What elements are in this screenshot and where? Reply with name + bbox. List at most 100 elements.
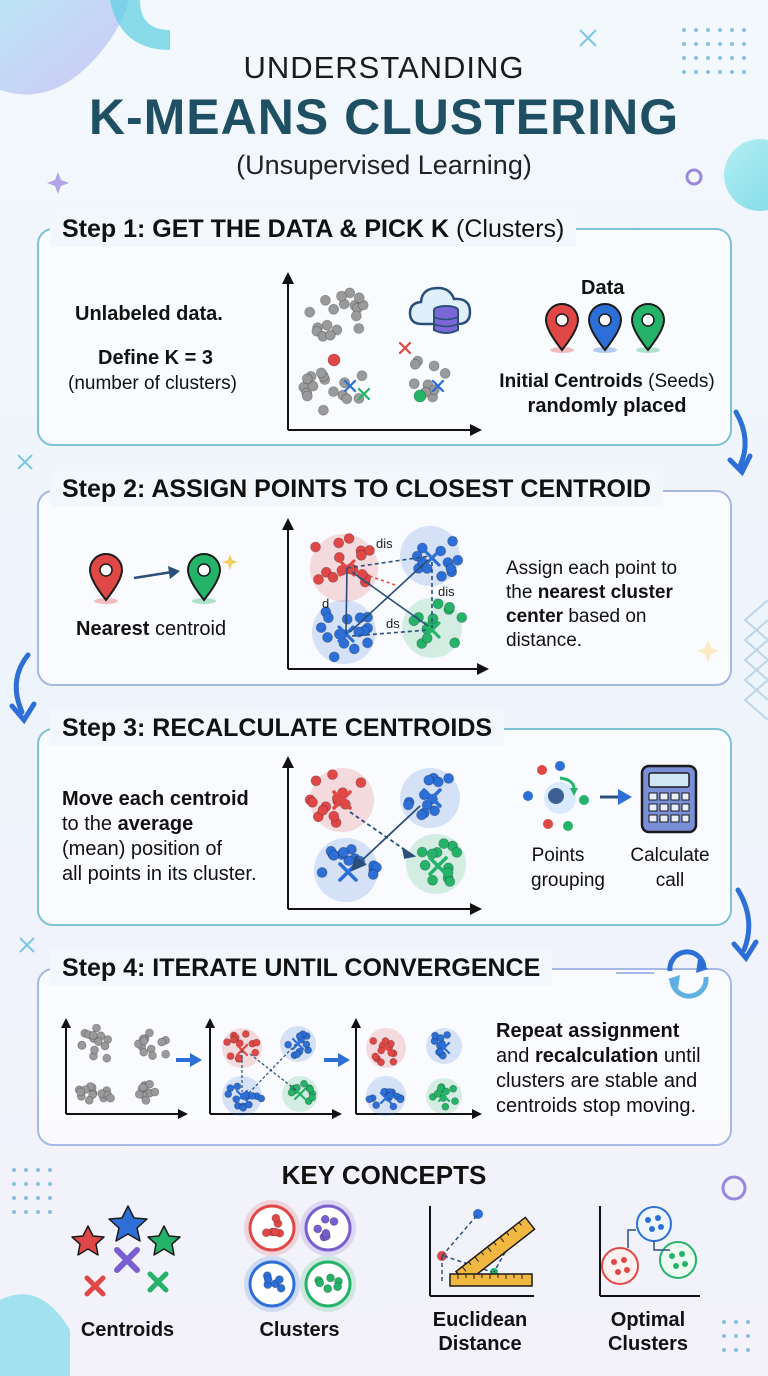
data-point [333,1282,342,1292]
step2-desc-line3: center based on [506,605,647,629]
page-subtitle: (Unsupervised Learning) [236,150,532,180]
step1-k-note: (number of clusters) [68,373,237,394]
data-point [315,1278,325,1288]
arrow-right-icon [600,789,632,805]
step1-centroids-bold: Initial Centroids [499,371,643,392]
step2-assignment-plot: dis dis d ds [282,518,489,675]
data-point [139,1036,149,1046]
data-point [354,612,366,624]
data-point [438,838,450,849]
data-point [396,1095,405,1104]
data-point [432,776,444,788]
centroids-icon [71,1205,181,1297]
step2-desc3-light: based on [568,606,647,627]
distance-label: ds [386,616,400,631]
centroid-marker [423,549,441,567]
data-point [226,1052,235,1060]
data-point [362,637,373,649]
data-point [245,1100,253,1109]
data-point [443,772,455,784]
data-point [365,1095,374,1104]
data-point [252,1038,261,1047]
data-point [88,1030,98,1040]
cluster-ring [248,1204,296,1252]
data-point [328,303,339,315]
step2-desc2-light: the [506,582,533,603]
data-point [316,867,328,878]
data-point [350,310,362,322]
nearest-bold: Nearest [76,618,150,640]
step1-data-label: Data [581,277,625,299]
data-point [419,859,431,871]
clusters-label: Clusters [259,1319,340,1341]
data-point [439,368,451,379]
data-point [408,378,420,390]
data-point [310,541,321,553]
data-point [307,796,318,808]
step4-line2-bold: recalculation [534,1045,659,1067]
data-point [343,855,355,866]
distance-label: dis [376,536,393,551]
distance-label: d [322,596,329,611]
step2-desc-line2: the nearest cluster [506,581,673,605]
data-point [248,1092,257,1100]
data-point [428,360,440,372]
points-grouping-label1: Points [531,845,585,866]
centroid-marker [398,341,412,355]
iteration-plot-3 [351,1018,482,1119]
data-point [389,1057,398,1066]
data-point [318,404,329,416]
arrow-right-icon [324,1053,350,1067]
data-point [233,1082,242,1091]
data-point [141,1096,151,1105]
data-point [348,643,360,655]
data-point [94,1037,103,1047]
data-point [328,850,340,861]
data-point [224,1090,233,1098]
data-point [329,1217,339,1226]
step3-title: Step 3: RECALCULATE CENTROIDS [50,710,505,746]
data-point [287,1088,296,1097]
green-pin-icon [630,303,666,353]
key-concepts-title: KEY CONCEPTS [281,1160,487,1190]
data-point [339,377,350,389]
iteration-plot-2 [205,1018,342,1119]
points-grouping-label2: grouping [531,870,605,891]
data-point [326,1273,335,1283]
data-point [223,1038,232,1047]
data-point [436,570,448,582]
data-point [451,1097,459,1105]
step2-card [37,490,732,686]
data-point [432,598,444,610]
data-point [445,563,457,574]
euclidean-label-line2: Distance [438,1333,522,1355]
step1-centroids-light: (Seeds) [648,371,715,392]
data-point [449,1084,458,1093]
data-point [341,613,353,625]
data-point [263,1274,273,1284]
data-point [241,1030,250,1038]
data-point [324,329,336,341]
step1-define-k: Define K = 3 [98,347,214,369]
data-point [271,1213,281,1223]
data-point [322,632,333,643]
data-point [389,1102,398,1111]
centroid-marker [235,1089,249,1103]
data-point [300,1079,308,1088]
data-point [323,1284,333,1293]
step2-desc-line4: distance. [506,630,583,651]
data-point [364,545,375,556]
calculate-label2: call [655,870,685,891]
calculate-label1: Calculate [630,845,710,866]
step3-line4: all points in its cluster. [62,863,257,885]
data-point [275,1275,284,1284]
centroid-marker [422,788,442,808]
data-point [313,1224,323,1234]
data-point [315,367,327,379]
step2-desc2-bold: nearest cluster [537,582,673,603]
data-point [76,1087,86,1097]
euclidean-distance-icon [429,1206,536,1297]
centroid-marker [291,1037,305,1051]
data-point [229,1035,238,1044]
data-point [416,809,428,821]
